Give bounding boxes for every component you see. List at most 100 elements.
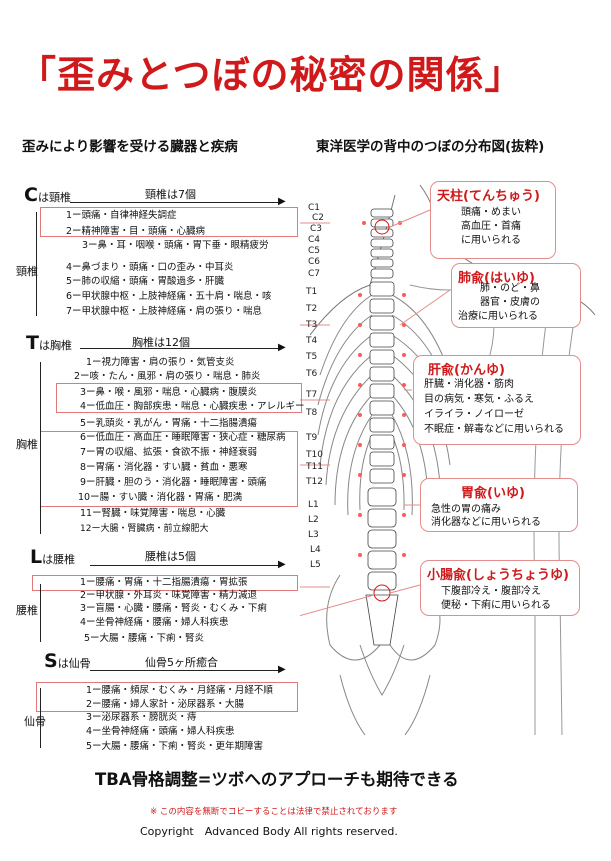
- vertebra-label: C3: [310, 224, 323, 234]
- subtitle-right: 東洋医学の背中のつぼの分布図(抜粋): [316, 139, 545, 155]
- spine-illustration: [300, 184, 596, 736]
- section-suffix: は胸椎: [38, 339, 72, 352]
- section-suffix: は頸椎: [37, 191, 71, 204]
- vertebra-label: L3: [308, 530, 319, 540]
- list-item: 8ー胃痛・消化器・すい臓・貧血・悪寒: [80, 462, 248, 473]
- vertebra-label: T10: [306, 450, 323, 460]
- vertebra-label: C5: [308, 246, 321, 256]
- section-group-label: 腰椎: [16, 604, 38, 617]
- vertebra-label: C2: [312, 213, 325, 223]
- tsubo-name: 肺兪(はいゆ): [458, 271, 535, 286]
- tsubo-callout: 肝兪(かんゆ) 肝臓・消化器・筋肉 目の病気・寒気・ふるえ イライラ・ノイローゼ…: [413, 355, 581, 445]
- section-letter: S: [44, 650, 58, 672]
- section-suffix: は仙骨: [57, 657, 91, 670]
- list-item: 5ー大腸・腰痛・下痢・腎炎・更年期障害: [86, 741, 264, 752]
- arrow-head: ▶: [278, 196, 286, 207]
- tsubo-desc: 肝臓・消化器・筋肉: [424, 379, 514, 390]
- section-suffix: は腰椎: [42, 553, 76, 566]
- list-item: 4ー鼻づまり・頭痛・口の歪み・中耳炎: [66, 262, 234, 273]
- section-group-label: 胸椎: [16, 438, 38, 451]
- arrow-head: ▶: [278, 342, 286, 353]
- vertebra-label: T4: [306, 336, 318, 346]
- list-item: 2ー甲状腺・外耳炎・味覚障害・精力減退: [80, 590, 258, 601]
- vertebra-label: T5: [306, 352, 318, 362]
- tsubo-desc: 目の病気・寒気・ふるえ: [424, 394, 534, 405]
- list-item: 1ー腰痛・頻尿・むくみ・月経痛・月経不順: [86, 685, 273, 696]
- list-item: 1ー頭痛・自律神経失調症: [66, 210, 177, 221]
- vertebra-label: C6: [308, 257, 321, 267]
- list-item: 5ー肺の収縮・頭痛・胃酸過多・肝臓: [66, 276, 225, 287]
- vertebra-label: T11: [306, 462, 323, 472]
- vertebra-label: T7: [306, 390, 318, 400]
- section-arrow-label: 仙骨5ヶ所癒合: [145, 656, 218, 669]
- list-item: 4ー低血圧・胸部疾患・喘息・心臓疾患・アレルギー: [80, 401, 305, 412]
- list-item: 1ー腰痛・胃痛・十二指腸潰瘍・胃拡張: [80, 577, 248, 588]
- vertebra-label: L5: [310, 560, 321, 570]
- list-item: 3ー泌尿器系・膀胱炎・痔: [86, 712, 197, 723]
- vertebra-label: C7: [308, 269, 321, 279]
- vertebra-label: L4: [310, 545, 321, 555]
- list-item: 7ー胃の収縮、拡張・食欲不振・神経衰弱: [80, 447, 258, 458]
- section-header-cervical: Cは頸椎: [24, 184, 71, 206]
- arrow-line: [90, 565, 280, 566]
- tsubo-desc: 消化器などに用いられる: [431, 517, 541, 528]
- list-item: 12ー大腸・腎臓病・前立線肥大: [80, 524, 209, 534]
- list-item: 2ー精神障害・目・頭痛・心臓病: [66, 226, 206, 237]
- list-item: 4ー坐骨神経痛・腰痛・婦人科疾患: [80, 617, 229, 628]
- tsubo-desc: 肺・のど・鼻: [480, 283, 540, 294]
- highlight-box: [36, 682, 298, 712]
- arrow-line: [90, 670, 280, 671]
- list-item: 2ー腰痛・婦人家計・泌尿器系・大腸: [86, 699, 245, 710]
- arrow-line: [80, 348, 280, 349]
- section-group-label: 頸椎: [16, 265, 38, 278]
- tsubo-callout: 小腸兪(しょうちょうゆ) 下腹部冷え・腹部冷え 便秘・下痢に用いられる: [420, 560, 580, 616]
- tsubo-name: 小腸兪(しょうちょうゆ): [427, 568, 569, 583]
- list-item: 3ー盲腸・心臓・腰痛・腎炎・むくみ・下痢: [80, 603, 267, 614]
- bracket-line: [40, 584, 41, 642]
- highlight-box: [56, 383, 302, 413]
- tsubo-desc: に用いられる: [461, 235, 521, 246]
- section-letter: L: [30, 546, 43, 568]
- tsubo-desc: 治療に用いられる: [458, 311, 538, 322]
- arrow-head: ▶: [278, 664, 286, 675]
- list-item: 1ー視力障害・肩の張り・気管支炎: [86, 357, 235, 368]
- list-item: 2ー咳・たん・風邪・肩の張り・喘息・肺炎: [74, 371, 261, 382]
- list-item: 6ー甲状腺中枢・上肢神経痛・五十肩・喘息・咳: [66, 291, 272, 302]
- tsubo-name: 肝兪(かんゆ): [428, 363, 505, 378]
- vertebra-label: C4: [308, 235, 321, 245]
- section-header-thoracic: Tは胸椎: [26, 332, 72, 354]
- tsubo-desc: 急性の胃の痛み: [431, 504, 501, 515]
- tsubo-desc: 下腹部冷え・腹部冷え: [441, 586, 541, 597]
- list-item: 3ー鼻・耳・咽喉・頭痛・胃下垂・眼精疲労: [82, 240, 269, 251]
- arrow-line: [70, 202, 280, 203]
- tsubo-name: 天柱(てんちゅう): [437, 189, 540, 204]
- section-letter: T: [26, 332, 39, 354]
- tsubo-desc: 頭痛・めまい: [461, 207, 521, 218]
- tsubo-desc: イライラ・ノイローゼ: [424, 409, 524, 420]
- vertebra-label: T8: [306, 408, 318, 418]
- tsubo-callout: 胃兪(いゆ) 急性の胃の痛み 消化器などに用いられる: [420, 478, 578, 532]
- section-arrow-label: 頸椎は7個: [145, 188, 196, 201]
- section-header-sacrum: Sは仙骨: [44, 650, 91, 672]
- tsubo-desc: 便秘・下痢に用いられる: [441, 600, 551, 611]
- list-item: 7ー甲状腺中枢・上肢神経痛・肩の張り・喘息: [66, 306, 263, 317]
- section-group-label: 仙骨: [24, 715, 46, 728]
- highlight-box: [32, 575, 298, 591]
- vertebra-label: T12: [306, 477, 323, 487]
- vertebra-label: C1: [308, 203, 321, 213]
- list-item: 5ー乳頭炎・乳がん・胃痛・十二指腸潰瘍: [80, 418, 258, 429]
- list-item: 4ー坐骨神経痛・頭痛・婦人科疾患: [86, 726, 235, 737]
- vertebra-label: T1: [306, 287, 318, 297]
- section-arrow-label: 胸椎は12個: [132, 336, 190, 349]
- section-letter: C: [24, 184, 38, 206]
- vertebra-label: L1: [308, 500, 319, 510]
- highlight-box: [40, 207, 298, 237]
- list-item: 5ー大腸・腰痛・下痢・腎炎: [84, 633, 205, 644]
- copy-notice: ※ この内容を無断でコピーすることは法律で禁止されております: [150, 807, 398, 817]
- vertebra-label: T2: [306, 304, 318, 314]
- section-header-lumbar: Lは腰椎: [30, 546, 75, 568]
- tsubo-callout: 肺兪(はいゆ) 肺・のど・鼻 器官・皮膚の 治療に用いられる: [451, 263, 581, 328]
- page-title: 「歪みとつぼの秘密の関係」: [18, 53, 524, 97]
- list-item: 6ー低血圧・高血圧・睡眠障害・狭心症・糖尿病: [80, 432, 286, 443]
- list-item: 10ー腸・すい臓・消化器・胃痛・肥満: [78, 492, 243, 503]
